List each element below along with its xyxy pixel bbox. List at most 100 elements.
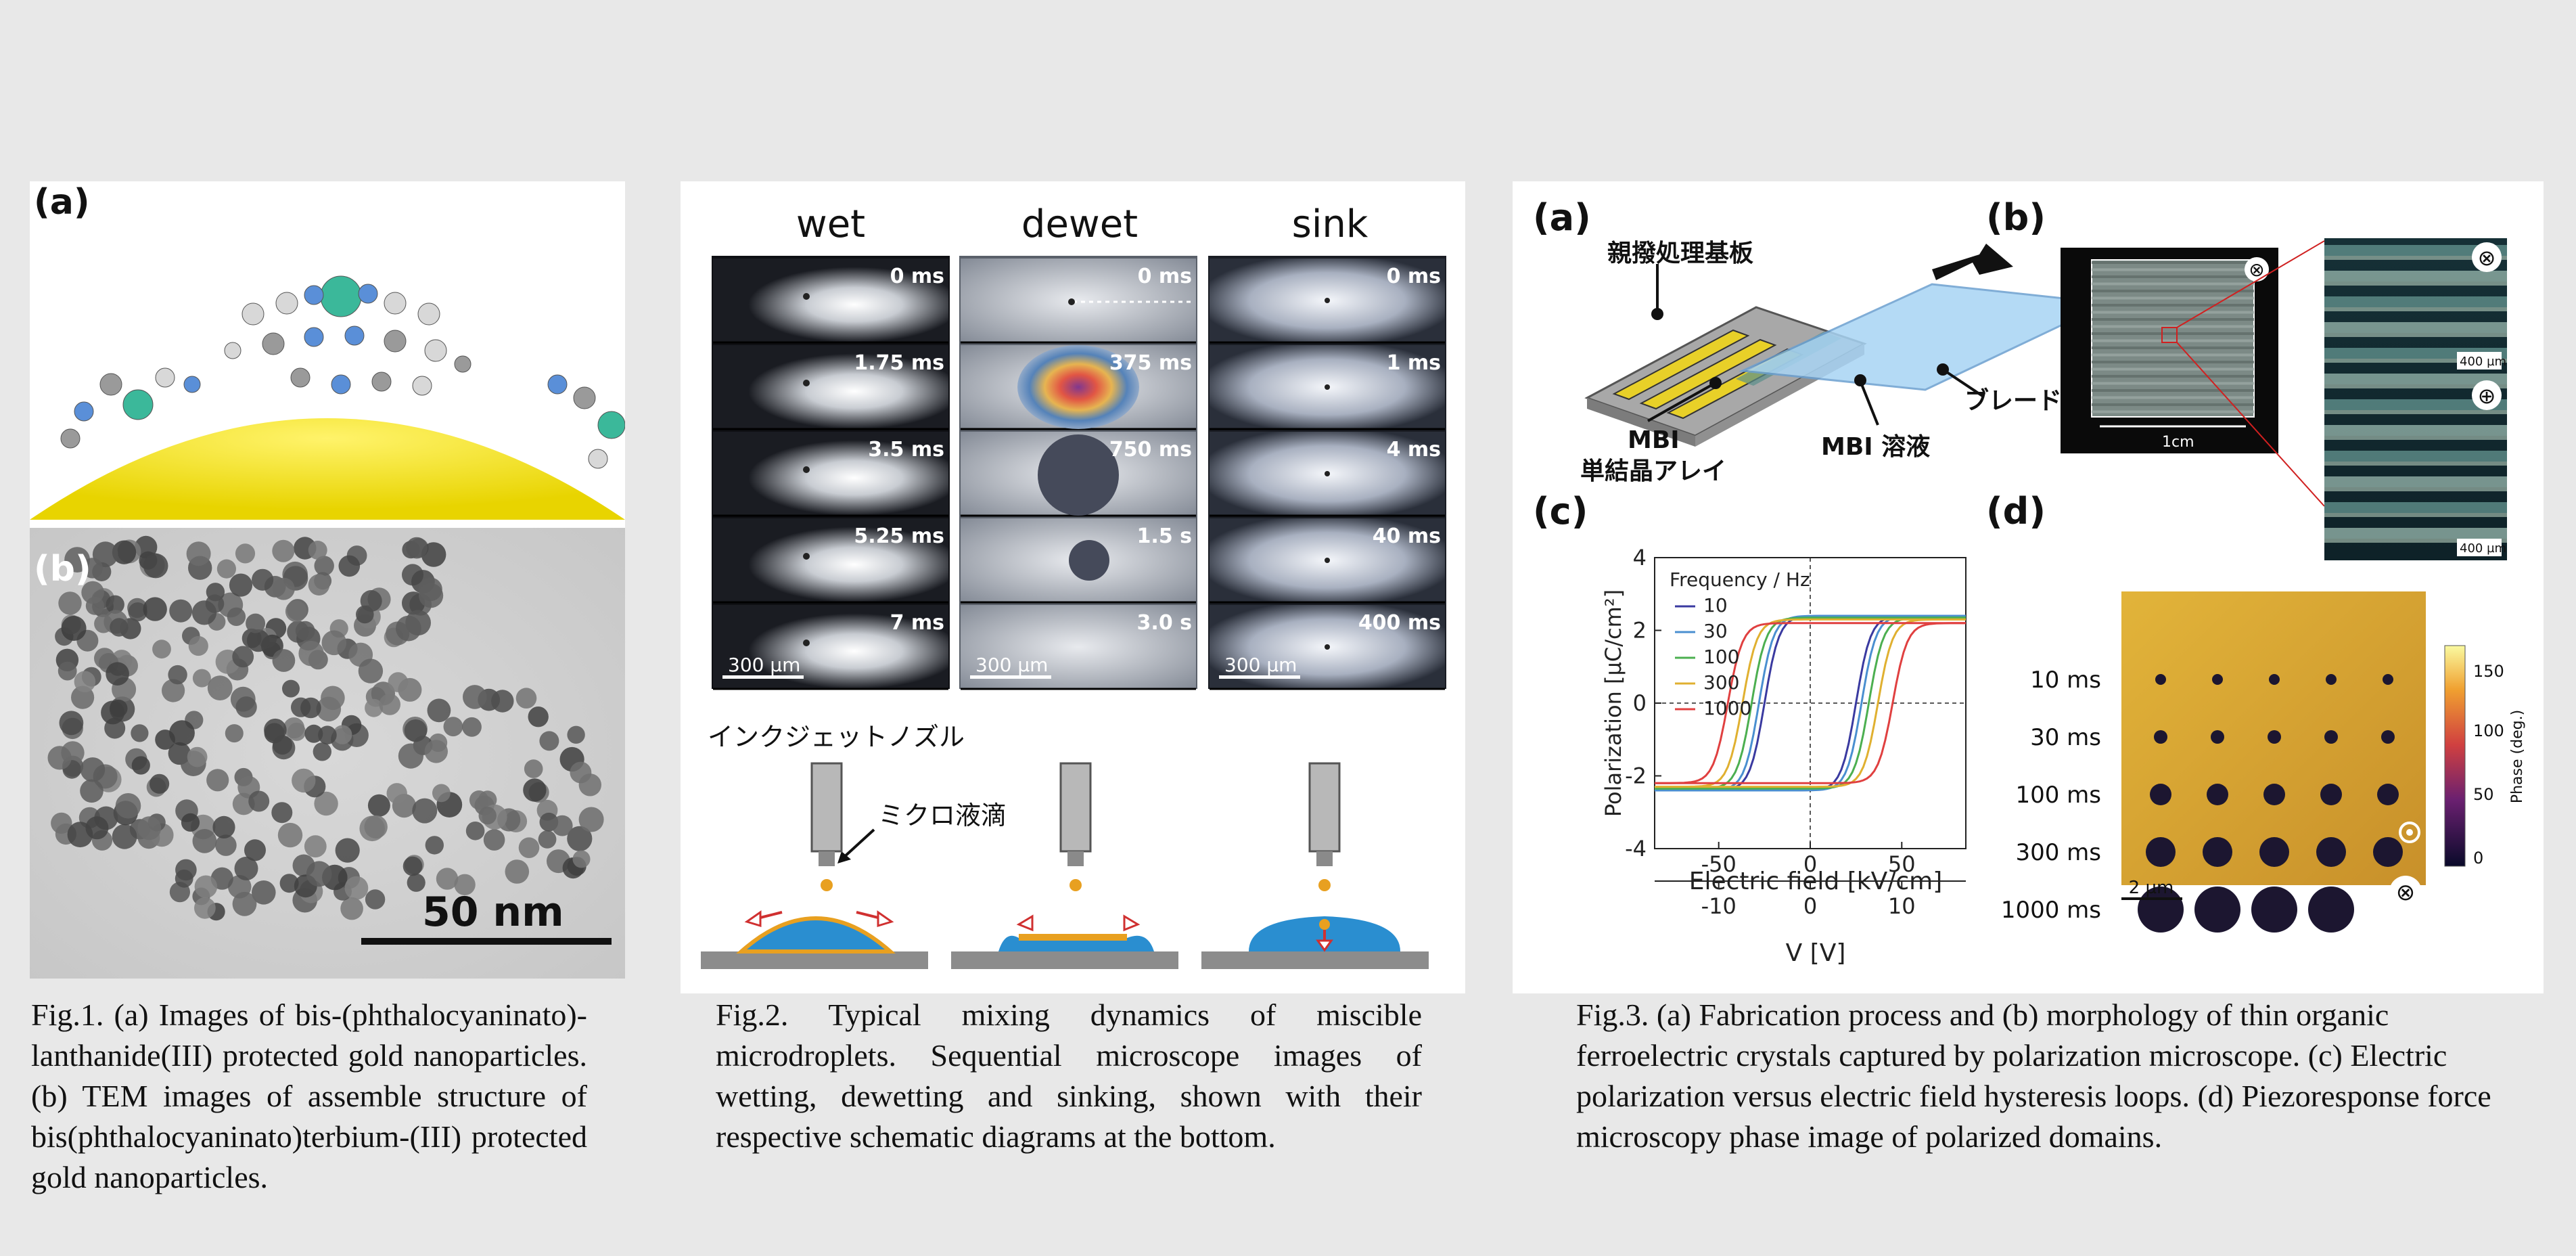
series-1000-descending: [1655, 622, 1966, 784]
fig3-label-c: (c): [1533, 490, 1588, 533]
chart-x2label: V [V]: [1786, 939, 1846, 967]
svg-text:5.25 ms: 5.25 ms: [854, 524, 944, 548]
direction-arrow: [1932, 244, 2013, 280]
y-tick-label: 4: [1633, 545, 1647, 570]
fig3b-microscope-images: 1cm ⊗ ⊗ ⊕ 400 µm 400 µm: [2061, 238, 2507, 560]
svg-text:40 ms: 40 ms: [1373, 524, 1441, 548]
svg-text:0 ms: 0 ms: [1138, 265, 1192, 288]
fig3-label-a: (a): [1533, 196, 1591, 239]
svg-text:親撥処理基板: 親撥処理基板: [1607, 240, 1753, 267]
col-header-sink: sink: [1292, 202, 1368, 246]
svg-text:⊗: ⊗: [2478, 245, 2496, 271]
svg-text:150: 150: [2473, 662, 2504, 681]
svg-text:Phase (deg.): Phase (deg.): [2509, 710, 2526, 803]
x2-tick-label: 0: [1803, 893, 1817, 919]
dewet-scale-label: 300 µm: [975, 654, 1048, 676]
fig3-label-d: (d): [1986, 490, 2046, 533]
x2-tick-label: -10: [1701, 893, 1736, 919]
col-header-wet: wet: [796, 202, 865, 246]
schematic-sink: [1201, 762, 1429, 969]
fig1-panel: (a) 50 nm (b): [30, 181, 625, 979]
svg-text:1cm: 1cm: [2162, 434, 2194, 451]
legend-entry: 1000: [1703, 697, 1751, 719]
svg-text:30 ms: 30 ms: [2030, 724, 2101, 751]
svg-text:300 ms: 300 ms: [2015, 839, 2101, 866]
series-300-ascending: [1655, 618, 1966, 788]
fig2-schematics: インクジェットノズル ミクロ液滴: [701, 722, 1429, 969]
svg-text:MBI 溶液: MBI 溶液: [1821, 433, 1930, 461]
fig3-panel: (a) 親撥処理基板 ブレード板 MBI 溶液 MBI 単結晶アレイ: [1513, 181, 2544, 993]
svg-text:400 ms: 400 ms: [1358, 611, 1441, 635]
hysteresis-chart: -4 -2 0 2 4 -50 0 50 -10 0 10 Electric field [kV…: [1601, 545, 1967, 967]
svg-text:⊗: ⊗: [2249, 259, 2264, 281]
svg-text:1000 ms: 1000 ms: [2001, 897, 2101, 924]
sink-scale-label: 300 µm: [1224, 654, 1297, 676]
dewet-sequence: 0 ms 375 ms 750 ms 1.5 s 3.0 s 300 µm: [959, 256, 1197, 690]
series-100-descending: [1655, 616, 1966, 790]
svg-text:100 ms: 100 ms: [2015, 782, 2101, 809]
dewet-droplet-750ms: [1038, 434, 1119, 516]
schematic-wet: [701, 762, 928, 969]
wet-scale-label: 300 µm: [728, 654, 800, 676]
fig1a-molecule-rendering: [30, 181, 625, 520]
series-1000-ascending: [1655, 622, 1966, 784]
sink-sequence: 0 ms 1 ms 4 ms 40 ms 400 ms 300 µm: [1208, 256, 1446, 690]
svg-text:4 ms: 4 ms: [1387, 438, 1441, 462]
fig3a-fabrication-schematic: 親撥処理基板 ブレード板 MBI 溶液 MBI 単結晶アレイ: [1580, 240, 2112, 485]
nozzle-label: インクジェットノズル: [708, 722, 965, 752]
series-30-descending: [1655, 614, 1966, 792]
dewet-timestamps: 0 ms 375 ms 750 ms 1.5 s 3.0 s: [1109, 265, 1192, 635]
fig1-label-b: (b): [34, 549, 91, 589]
svg-text:2 µm: 2 µm: [2129, 878, 2174, 898]
fig3d-pfm-image: 10 ms 30 ms 100 ms 300 ms 1000 ms ⊗ 2 µm…: [2001, 591, 2526, 933]
chart-ylabel: Polarization [µC/cm²]: [1601, 589, 1626, 817]
schematic-dewet: [951, 762, 1178, 969]
svg-text:7 ms: 7 ms: [890, 611, 944, 635]
svg-text:⊕: ⊕: [2478, 383, 2496, 409]
x-ticks: -50 0 50: [1701, 842, 1916, 877]
chart-xlabel: Electric field [kV/cm]: [1689, 868, 1943, 895]
svg-text:1 ms: 1 ms: [1387, 351, 1441, 375]
fig3-label-b: (b): [1986, 196, 2046, 239]
svg-text:100: 100: [2473, 721, 2504, 740]
svg-text:単結晶アレイ: 単結晶アレイ: [1580, 457, 1726, 485]
svg-text:1.75 ms: 1.75 ms: [854, 351, 944, 375]
fig1b-tem-image: 50 nm: [30, 528, 625, 979]
svg-text:3.5 ms: 3.5 ms: [868, 438, 944, 462]
fig2-panel: wet dewet sink 0 ms 1.75 ms 3.5 ms 5.25 …: [681, 181, 1465, 993]
y-tick-label: -2: [1625, 763, 1647, 789]
svg-text:1.5 s: 1.5 s: [1137, 524, 1192, 548]
scale-bar: [361, 938, 612, 945]
x2-tick-label: 10: [1888, 893, 1916, 919]
x-tick-label: -50: [1701, 851, 1736, 877]
droplet-label: ミクロ液滴: [878, 801, 1007, 830]
fig1-label-a: (a): [34, 182, 90, 223]
legend-title: Frequency / Hz: [1670, 568, 1810, 591]
y-tick-label: -4: [1625, 836, 1647, 861]
y-tick-label: 2: [1633, 618, 1647, 644]
fig2-figure: wet dewet sink 0 ms 1.75 ms 3.5 ms 5.25 …: [701, 202, 1446, 969]
fig1-scale-label: 50 nm: [422, 889, 564, 936]
wet-timestamps: 0 ms 1.75 ms 3.5 ms 5.25 ms 7 ms: [854, 265, 944, 635]
fig3-caption: Fig.3. (a) Fabrication process and (b) m…: [1576, 997, 2491, 1154]
col-header-dewet: dewet: [1021, 202, 1138, 246]
svg-text:0 ms: 0 ms: [1387, 265, 1441, 288]
sink-timestamps: 0 ms 1 ms 4 ms 40 ms 400 ms: [1358, 265, 1441, 635]
svg-text:MBI: MBI: [1628, 426, 1680, 454]
nanoparticles: [47, 535, 604, 921]
svg-text:0: 0: [2473, 849, 2483, 868]
svg-text:10 ms: 10 ms: [2030, 667, 2101, 694]
svg-text:3.0 s: 3.0 s: [1137, 611, 1192, 635]
legend-entry: 100: [1703, 646, 1739, 668]
svg-text:400 µm: 400 µm: [2460, 541, 2506, 556]
x2-ticks: -10 0 10: [1701, 881, 1916, 919]
legend-entry: 30: [1703, 620, 1728, 642]
svg-text:750 ms: 750 ms: [1109, 438, 1192, 462]
x-tick-label: 50: [1888, 851, 1916, 877]
svg-text:375 ms: 375 ms: [1109, 351, 1192, 375]
dewet-droplet-1-5s: [1069, 540, 1109, 581]
x-tick-label: 0: [1803, 851, 1817, 877]
svg-text:0 ms: 0 ms: [890, 265, 944, 288]
